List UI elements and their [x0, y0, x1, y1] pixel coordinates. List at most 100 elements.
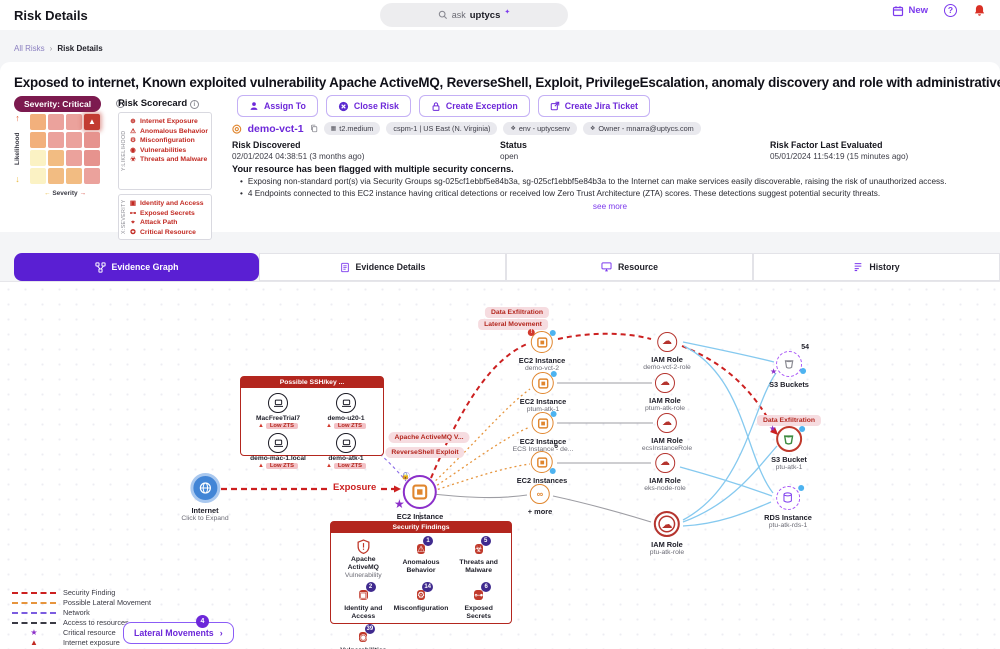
action-buttons: Assign To Close Risk Create Exception Cr…: [237, 95, 650, 117]
heatmap-cell: ▲: [84, 114, 100, 130]
low-zts-badge: Low ZTS: [265, 463, 299, 469]
create-exception-button[interactable]: Create Exception: [418, 95, 530, 117]
lateral-movements-button[interactable]: Lateral Movements ›: [123, 622, 234, 644]
node-iam-ptu-atk-role[interactable]: ☁ IAM Role ptu-atk-role: [650, 511, 684, 556]
scorecard-item: ◉Vulnerabilities: [130, 146, 187, 154]
id-card-icon: ▣: [129, 200, 137, 207]
warning-triangle-icon: ▲: [257, 463, 264, 469]
tab-evidence-graph[interactable]: Evidence Graph: [14, 253, 259, 281]
node-ec2-ptum-atk-1[interactable]: EC2 Instance ptum-atk-1: [520, 371, 566, 413]
node-s3-buckets[interactable]: 54 ★ S3 Buckets: [769, 344, 809, 389]
endpoint-node[interactable]: demo-mac-1.local ▲Low ZTS: [245, 433, 311, 469]
history-icon: [855, 263, 862, 272]
crosshair-icon: ⌖: [131, 219, 135, 227]
detail-tabs: Evidence Graph Evidence Details Resource…: [14, 253, 1000, 281]
threat-pill-reverseshell[interactable]: ReverseShell Exploit: [385, 447, 465, 458]
node-iam-ecsinstancerole[interactable]: ☁ IAM Role ecsInstanceRole: [642, 413, 692, 452]
endpoint-node[interactable]: demo-atk-1 ▲Low ZTS: [313, 433, 379, 469]
star-icon: ★: [30, 627, 38, 637]
tab-resource[interactable]: Resource: [506, 253, 753, 281]
finding-exposed-secrets[interactable]: ⊶6 Exposed Secrets: [464, 582, 493, 620]
heatmap-cell: [84, 168, 100, 184]
node-ec2-demo-vct-2[interactable]: ! EC2 Instance demo-vct-2: [518, 329, 566, 372]
finding-count-badge: 1: [423, 536, 434, 546]
risk-last-evaluated: Risk Factor Last Evaluated 05/01/2024 11…: [770, 140, 909, 161]
endpoint-node[interactable]: MacFreeTrial7 ▲Low ZTS: [245, 393, 311, 429]
risk-bullet: 4 Endpoints connected to this EC2 instan…: [240, 189, 880, 198]
finding-vulnerabilities[interactable]: ◉39 Vulnerabilities: [337, 624, 390, 649]
likelihood-axis-label: Likelihood: [14, 132, 21, 166]
risk-title: Exposed to internet, Known exploited vul…: [14, 75, 1000, 90]
arrow-up-icon: ↑: [15, 113, 20, 123]
node-iam-demo-vct-2-role[interactable]: ☁ IAM Role demo-vct-2-role: [643, 332, 691, 371]
finding-anomalous-behavior[interactable]: ⚠1 Anomalous Behavior: [402, 536, 440, 574]
tab-evidence-details[interactable]: Evidence Details: [259, 253, 506, 281]
resource-name-link[interactable]: demo-vct-1: [247, 122, 304, 135]
tab-history[interactable]: History: [753, 253, 1000, 281]
see-more-link[interactable]: see more: [592, 202, 628, 211]
new-button[interactable]: New: [892, 5, 928, 17]
risk-position-marker: ▲: [88, 117, 96, 126]
node-iam-ptum-atk-role[interactable]: ☁ IAM Role ptum-atk-role: [645, 373, 685, 412]
internet-globe-icon: [189, 473, 220, 503]
endpoint-node[interactable]: demo-u20-1 ▲Low ZTS: [313, 393, 379, 429]
lock-badge-icon: 🔒⃝: [400, 473, 410, 480]
possible-ssh-box[interactable]: Possible SSH/key ... MacFreeTrial7 ▲Low …: [240, 376, 384, 469]
ask-uptycs-search[interactable]: ask uptycs ✦: [380, 3, 568, 27]
search-brand: uptycs: [469, 9, 501, 21]
node-ecs-instance[interactable]: EC2 Instance ECS Instance - de...: [513, 411, 573, 453]
document-icon: [340, 262, 349, 272]
heatmap-cell: [48, 114, 64, 130]
search-icon: [438, 10, 447, 20]
scorecard-severity-panel: X:SEVERITY ▣Identity and Access ⊶Exposed…: [118, 194, 212, 240]
breadcrumb-all-risks[interactable]: All Risks: [14, 44, 45, 53]
node-rds-instance[interactable]: RDS Instance ptu-atk-rds-1: [764, 485, 812, 529]
severity-heatmap: ▲: [30, 114, 100, 184]
scorecard-y-axis-label: Y:LIKELIHOOD: [121, 130, 127, 172]
finding-threats-malware[interactable]: ☣5 Threats and Malware: [459, 536, 498, 574]
scorecard-info-icon[interactable]: i: [189, 100, 199, 109]
heatmap-cell: [30, 150, 46, 166]
evidence-graph-canvas[interactable]: Data Exfiltration Lateral Movement Data …: [0, 281, 1000, 649]
create-jira-ticket-button[interactable]: Create Jira Ticket: [537, 95, 650, 117]
security-findings-box[interactable]: Security Findings Apache ActiveMQ Vulner…: [330, 521, 512, 649]
finding-activemq[interactable]: Apache ActiveMQ Vulnerability: [337, 539, 390, 579]
node-ec2-instances-group[interactable]: 6 EC2 Instances: [516, 443, 568, 485]
scorecard-item: ☣Threats and Malware: [130, 156, 208, 164]
ec2-icon: [536, 336, 548, 348]
alert-icon: ⚠: [130, 127, 136, 135]
page-title: Risk Details: [14, 8, 88, 23]
threat-pill-activemq[interactable]: Apache ActiveMQ V...: [388, 432, 470, 443]
close-risk-button[interactable]: Close Risk: [325, 95, 411, 117]
scorecard-item: ✪Critical Resource: [130, 228, 196, 236]
bug-icon: ☣: [474, 544, 483, 554]
copy-icon[interactable]: [310, 124, 318, 133]
risk-bullet: Exposing non-standard port(s) via Securi…: [240, 177, 947, 186]
scorecard-item: ▣Identity and Access: [129, 200, 204, 207]
node-s3-bucket-ptu-atk-1[interactable]: ★ S3 Bucket ptu-atk-1: [769, 424, 807, 471]
finding-identity-access[interactable]: ▣2 Identity and Access: [344, 582, 383, 620]
heatmap-cell: [66, 168, 82, 184]
bug-icon: ☣: [130, 156, 136, 164]
tag-icon: ❖: [510, 126, 516, 132]
security-findings-title: Security Findings: [331, 522, 511, 533]
heatmap-y-axis: ↑ Likelihood ↓: [14, 114, 21, 184]
heatmap-cell: [48, 132, 64, 148]
gear-icon: ⚙: [130, 137, 136, 145]
finding-misconfiguration[interactable]: ⚙14 Misconfiguration: [393, 582, 449, 612]
help-icon[interactable]: ?: [944, 4, 957, 17]
node-internet[interactable]: Internet Click to Expand: [181, 473, 229, 522]
breadcrumb-separator: ›: [49, 44, 53, 53]
arrow-right-icon: →: [79, 190, 86, 197]
low-zts-badge: Low ZTS: [333, 423, 367, 429]
assign-to-button[interactable]: Assign To: [237, 95, 318, 117]
owner-tag-pill: ❖Owner - mnarra@uptycs.com: [582, 122, 701, 135]
close-circle-icon: [338, 101, 348, 111]
low-zts-badge: Low ZTS: [333, 463, 367, 469]
legend-item: Possible Lateral Movement: [12, 598, 151, 607]
node-iam-eks-node-role[interactable]: ☁ IAM Role eks-node-role: [644, 453, 686, 492]
node-more[interactable]: ∞ + more: [528, 484, 552, 516]
ec2-icon: [537, 377, 549, 389]
notification-bell-icon[interactable]: [973, 4, 986, 17]
severity-info-icon[interactable]: i: [116, 99, 125, 108]
